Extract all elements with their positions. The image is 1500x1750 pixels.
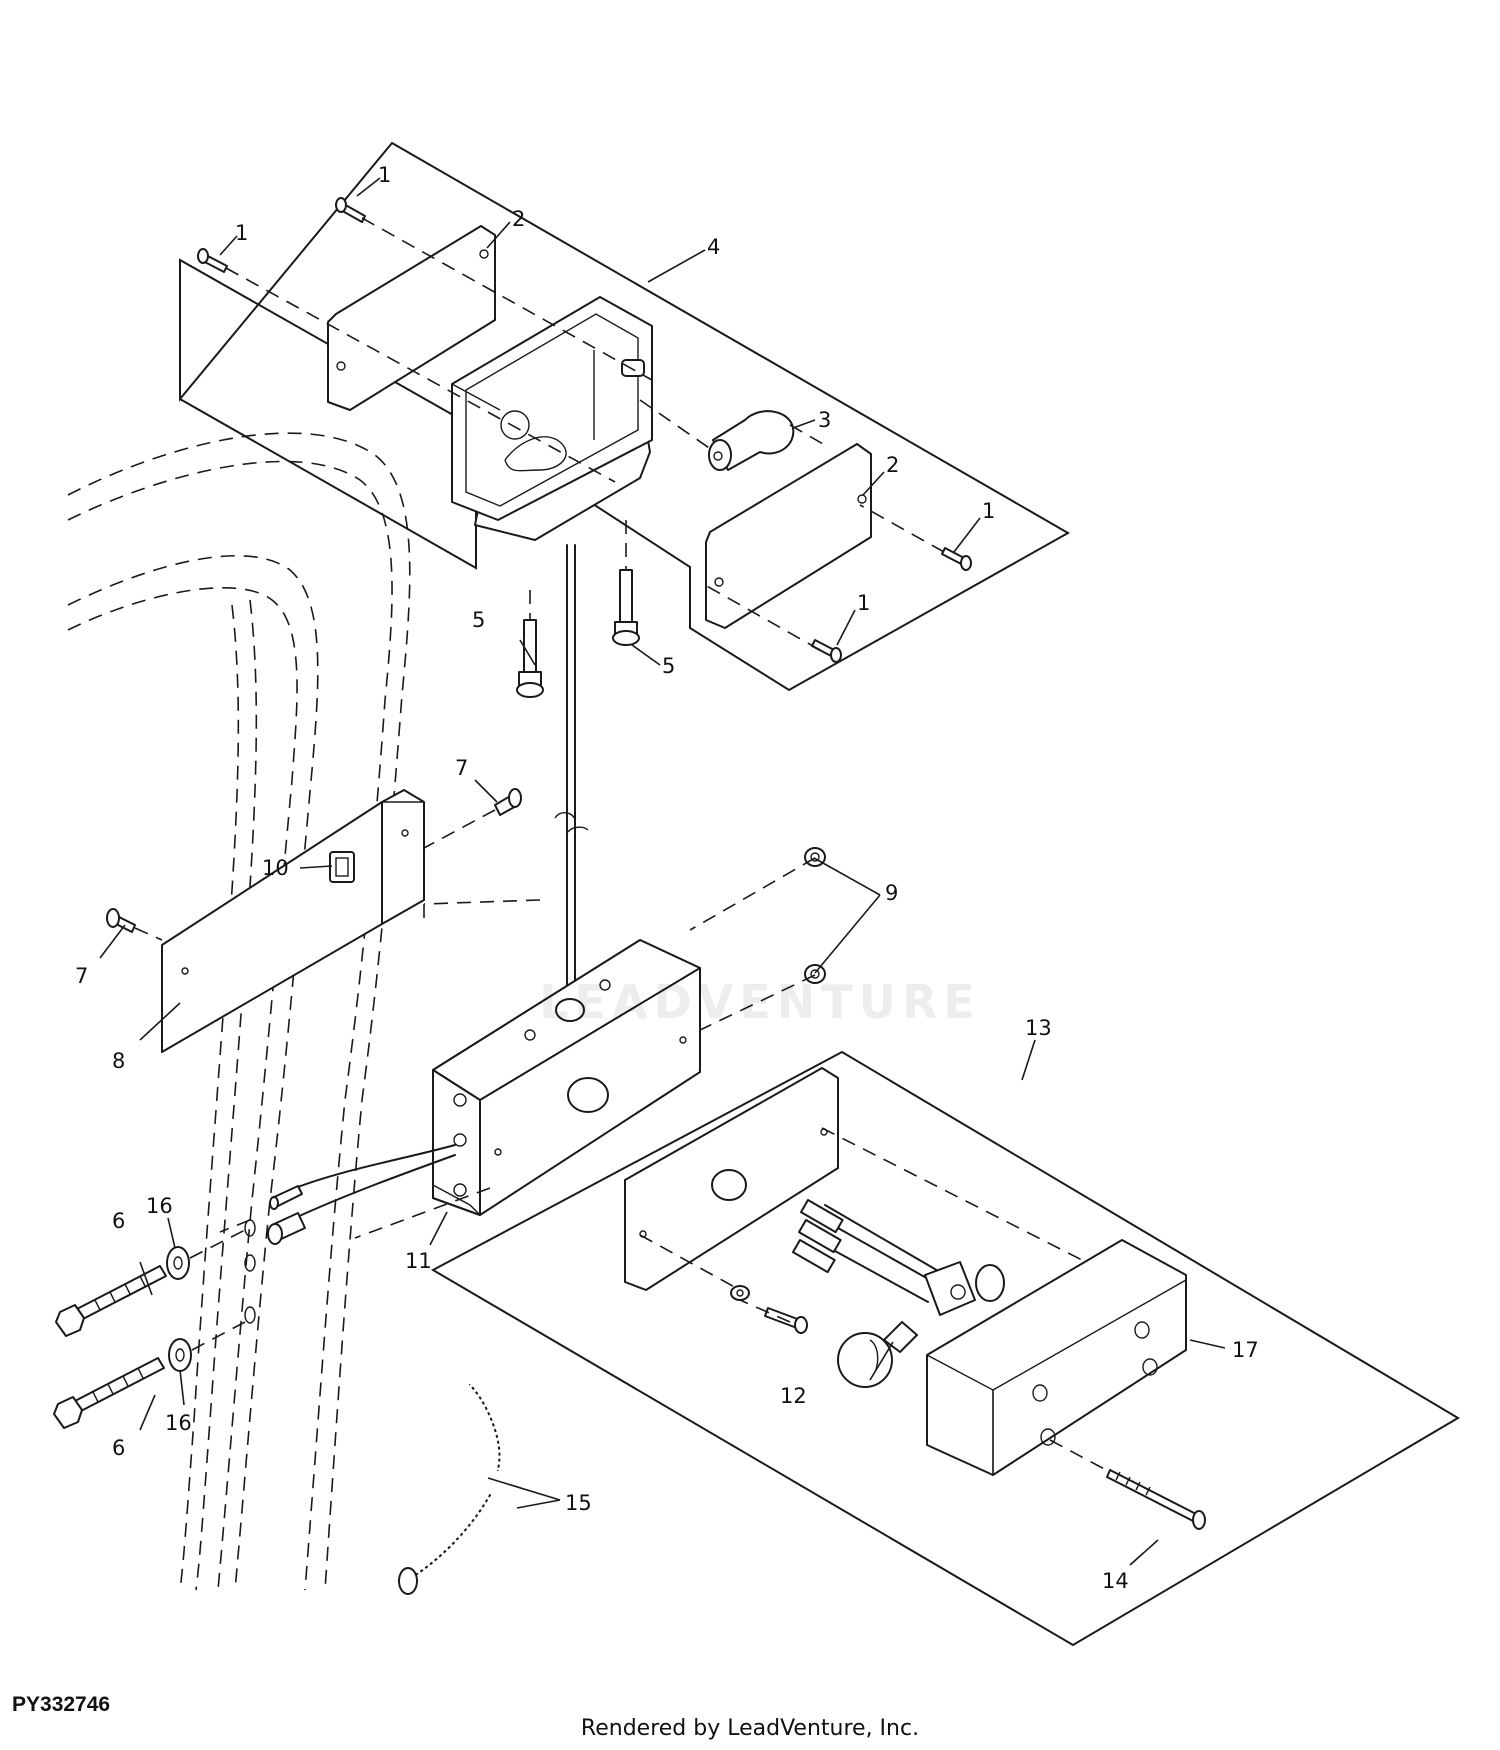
callout-1b: 1	[235, 221, 248, 245]
callout-3: 3	[818, 408, 831, 432]
lower-assembly-frame	[430, 1050, 1460, 1647]
mount-bracket	[161, 789, 425, 1053]
callout-2b: 2	[886, 453, 899, 477]
callout-12: 12	[780, 1384, 807, 1408]
callout-16b: 16	[165, 1411, 192, 1435]
screw-1-top	[335, 197, 366, 223]
callout-labels: 1 1 1 1 2 2 3 4 5 5 6 6 7 7 8 9 10 11 12…	[75, 163, 1259, 1593]
bolt-6-upper	[55, 1265, 167, 1337]
frame-hole-1	[244, 1219, 256, 1237]
callout-7b: 7	[75, 964, 88, 988]
frame-hole-3	[244, 1306, 256, 1324]
socket-assembly	[792, 1199, 1005, 1316]
callout-5b: 5	[662, 654, 675, 678]
callout-1c: 1	[982, 499, 995, 523]
wire-leads	[267, 1144, 456, 1245]
nut-9-bottom	[804, 964, 826, 984]
callout-10: 10	[262, 856, 289, 880]
frame-hole-2	[244, 1254, 256, 1272]
watermark: LEADVENTURE	[539, 975, 981, 1029]
callout-1a: 1	[378, 163, 391, 187]
bulb-upper	[708, 410, 795, 471]
footer-credit: Rendered by LeadVenture, Inc.	[580, 1716, 920, 1741]
figure-id: PY332746	[12, 1693, 111, 1716]
callout-16a: 16	[146, 1194, 173, 1218]
bolt-6-lower	[53, 1357, 165, 1429]
lens-plate-right	[705, 443, 872, 629]
callout-9: 9	[885, 881, 898, 905]
callout-14: 14	[1102, 1569, 1129, 1593]
callout-6b: 6	[112, 1436, 125, 1460]
callout-11: 11	[405, 1249, 432, 1273]
lamp-gasket	[624, 1067, 839, 1291]
tractor-outline	[67, 432, 411, 1591]
callout-17: 17	[1232, 1338, 1259, 1362]
light-housing	[451, 296, 653, 541]
screw-1-right	[941, 547, 972, 571]
bolt-5-left	[516, 619, 544, 698]
bulb-lower	[837, 1321, 918, 1388]
callout-15: 15	[565, 1491, 592, 1515]
screw-1-bottom	[811, 639, 842, 663]
callout-2a: 2	[512, 207, 525, 231]
bolt-7-right	[494, 788, 522, 816]
screw-1-left	[197, 248, 228, 273]
bolt-5-right	[612, 569, 640, 646]
washer-small	[730, 1285, 750, 1301]
washer-16-lower	[168, 1338, 192, 1372]
washer-16-upper	[166, 1246, 190, 1280]
callout-5a: 5	[472, 608, 485, 632]
lamp-box	[432, 939, 701, 1216]
bolt-7-left	[106, 908, 136, 933]
tail-lamp-lens	[926, 1239, 1187, 1477]
lens-plate-left	[327, 225, 496, 411]
callout-4: 4	[707, 235, 720, 259]
callout-13: 13	[1025, 1016, 1052, 1040]
callout-6a: 6	[112, 1209, 125, 1233]
callout-7a: 7	[455, 756, 468, 780]
callout-8: 8	[112, 1049, 125, 1073]
lens-screw	[1106, 1469, 1206, 1530]
wire-conduit	[398, 1381, 505, 1595]
callout-1d: 1	[857, 591, 870, 615]
